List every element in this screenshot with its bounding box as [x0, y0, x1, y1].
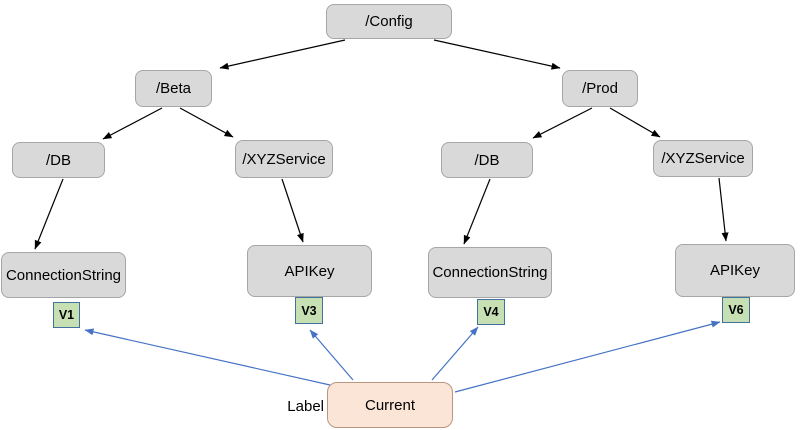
node-beta-connectionstring-label: ConnectionString	[5, 266, 122, 284]
edge-prod-xyzservice	[609, 107, 661, 138]
node-config-label: /Config	[365, 13, 413, 30]
version-badge-v1: V1	[53, 302, 80, 328]
edge-proddb-connectionstring	[463, 178, 491, 245]
edge-current-v6	[454, 320, 721, 393]
node-prod-connectionstring-label: ConnectionString	[432, 264, 548, 281]
version-badge-v3: V3	[295, 297, 323, 324]
current-label-node: Current	[327, 382, 453, 428]
node-prod: /Prod	[562, 70, 638, 107]
edge-config-prod	[433, 39, 561, 70]
edge-prodxyz-apikey	[718, 177, 729, 242]
node-prod-db-label: /DB	[474, 151, 500, 169]
node-prod-label: /Prod	[582, 80, 618, 97]
node-beta-connectionstring: ConnectionString	[1, 252, 126, 298]
edge-current-v4	[431, 326, 479, 381]
node-prod-xyzservice: /XYZService	[653, 140, 753, 177]
node-beta: /Beta	[135, 70, 212, 107]
version-badge-v6-label: V6	[728, 303, 744, 317]
edge-beta-xyzservice	[179, 107, 234, 138]
node-prod-db: /DB	[441, 142, 533, 178]
node-beta-apikey-label: APIKey	[284, 262, 335, 280]
node-beta-xyzservice-label: /XYZService	[242, 150, 326, 168]
node-prod-apikey: APIKey	[675, 244, 795, 297]
current-label-text: Current	[364, 396, 416, 414]
edge-current-v3	[309, 329, 354, 381]
node-config: /Config	[326, 4, 452, 39]
version-badge-v6: V6	[722, 297, 750, 323]
node-beta-db-label: /DB	[45, 151, 71, 169]
node-beta-xyzservice: /XYZService	[235, 140, 333, 178]
edge-current-v1	[84, 328, 331, 386]
label-annotation: Label	[287, 398, 324, 415]
version-badge-v4-label: V4	[483, 305, 499, 319]
version-badge-v3-label: V3	[301, 303, 317, 318]
node-prod-xyzservice-label: /XYZService	[661, 150, 745, 167]
node-beta-db: /DB	[12, 142, 105, 178]
node-prod-connectionstring: ConnectionString	[428, 247, 552, 298]
version-badge-v4: V4	[477, 299, 505, 325]
edge-prod-db	[532, 107, 593, 139]
node-beta-label: /Beta	[155, 80, 192, 97]
edge-betadb-connectionstring	[34, 178, 64, 250]
node-prod-apikey-label: APIKey	[709, 262, 761, 279]
version-badge-v1-label: V1	[58, 308, 75, 322]
edge-config-beta	[219, 39, 346, 70]
node-beta-apikey: APIKey	[247, 245, 372, 297]
edge-betaxyz-apikey	[281, 178, 304, 243]
edge-beta-db	[102, 107, 163, 140]
